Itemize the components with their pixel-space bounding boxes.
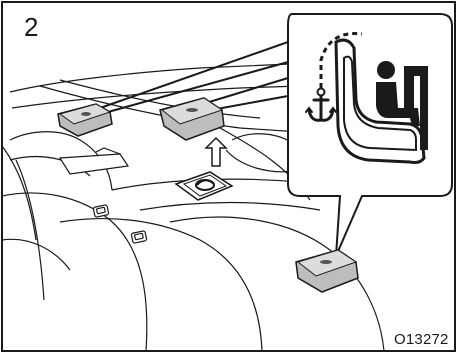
figure-code: O13272: [394, 332, 449, 348]
step-number: 2: [24, 14, 38, 40]
